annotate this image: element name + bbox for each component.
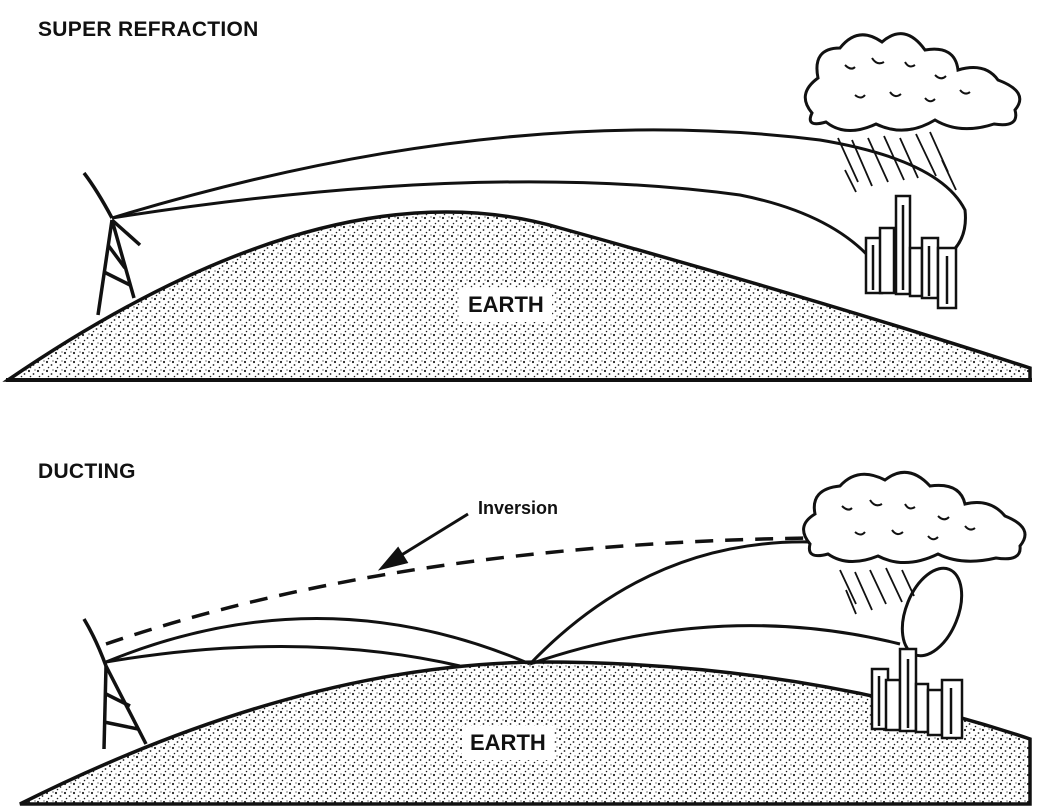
inversion-layer xyxy=(105,536,811,646)
earth-label: EARTH xyxy=(462,726,554,760)
super-refraction-ray-paths xyxy=(111,128,967,271)
super-refraction-illustration xyxy=(2,32,1032,382)
rain-cloud-icon xyxy=(803,32,1022,193)
inversion-pointer-arrow xyxy=(377,512,469,571)
building-icon xyxy=(864,194,958,310)
radio-tower-icon xyxy=(82,618,148,750)
inversion-label: Inversion xyxy=(478,498,559,518)
ducting-ray-paths xyxy=(105,540,901,668)
ducting-panel: DUCTING Inversion EARTH xyxy=(0,404,1038,809)
radio-tower-icon xyxy=(82,171,142,316)
earth-label: EARTH xyxy=(460,288,552,322)
panel-title-super-refraction: SUPER REFRACTION xyxy=(38,18,259,41)
building-icon xyxy=(870,647,964,740)
rain-cloud-icon xyxy=(802,470,1027,615)
panel-title-ducting: DUCTING xyxy=(38,460,136,483)
super-refraction-panel: SUPER REFRACTION EARTH xyxy=(0,0,1038,404)
